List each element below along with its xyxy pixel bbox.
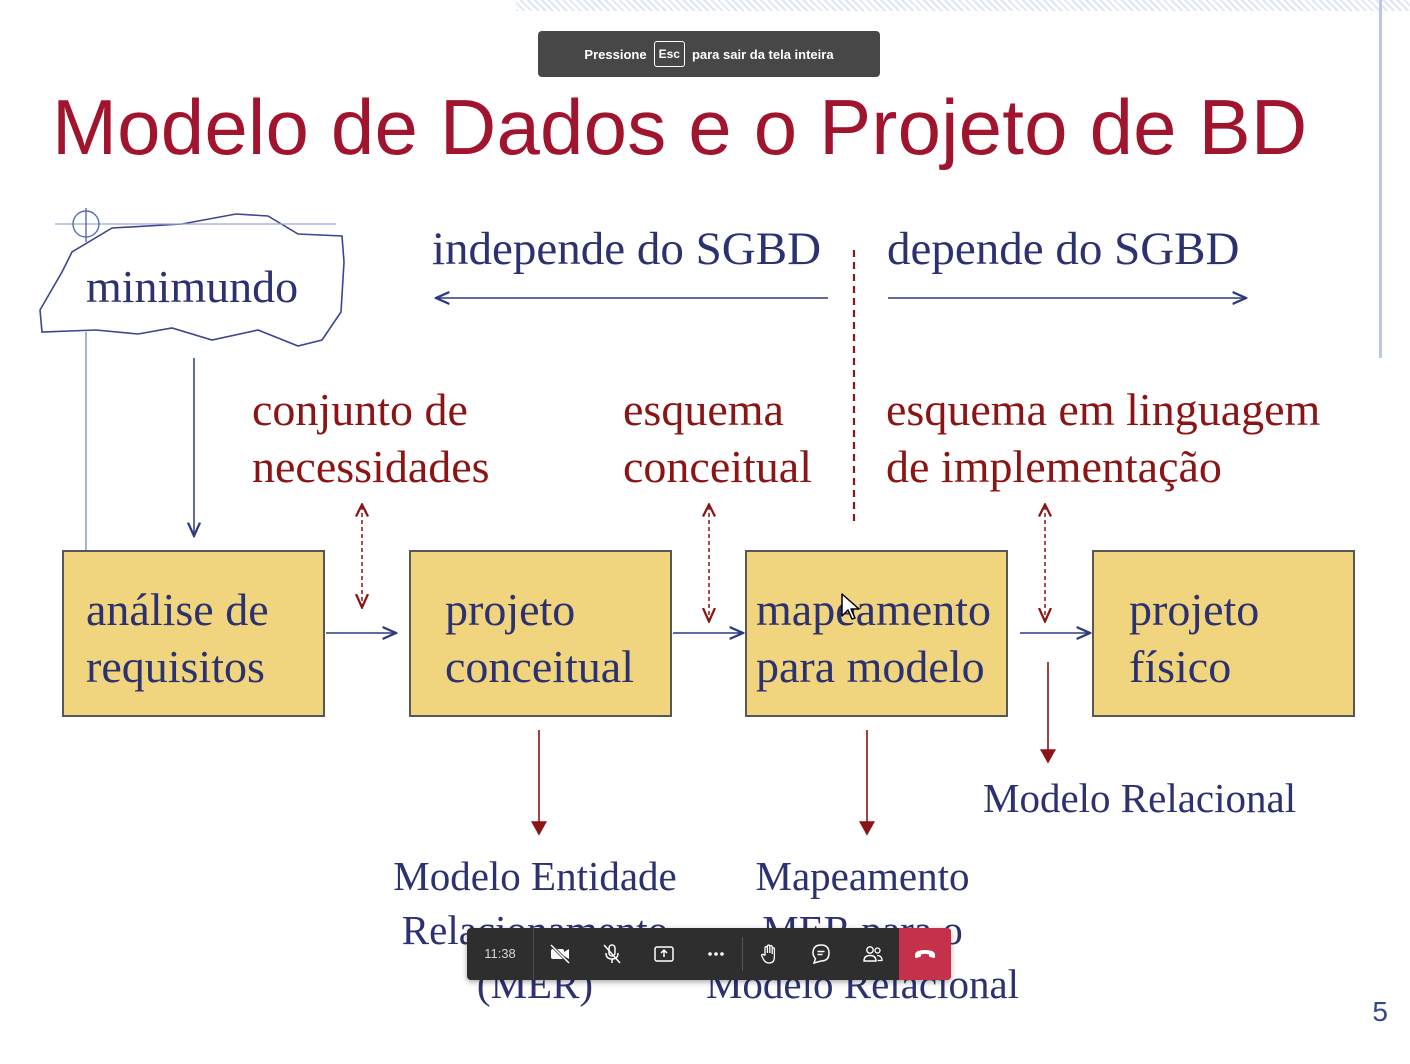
page-number: 5	[1372, 996, 1388, 1027]
conjunto-line-2: necessidades	[252, 441, 490, 492]
share-screen-icon	[654, 946, 674, 962]
box-projeto-conceitual: projeto conceitual	[409, 550, 672, 717]
slide-title: Modelo de Dados e o Projeto de BD	[52, 83, 1308, 171]
projeto-conceitual-line-1: projeto	[445, 584, 576, 635]
hang-up-button[interactable]	[899, 928, 951, 980]
banner-suffix: para sair da tela inteira	[691, 46, 834, 62]
camera-off-icon	[549, 943, 571, 965]
analise-line-1: análise de	[86, 584, 269, 635]
raise-hand-icon	[761, 944, 776, 964]
conjunto-line-1: conjunto de	[252, 384, 468, 435]
esquema-linguagem-line-1: esquema em linguagem	[886, 384, 1321, 435]
more-icon	[708, 952, 724, 956]
fullscreen-exit-banner: Pressione Esc para sair da tela inteira	[538, 31, 880, 77]
slide-right-rule	[1379, 0, 1382, 358]
esquema-linguagem-label: esquema em linguagem de implementação	[886, 381, 1320, 495]
participants-icon	[863, 946, 883, 962]
conjunto-necessidades-label: conjunto de necessidades	[252, 381, 490, 495]
mapeamento-mer-line-1: Mapeamento	[755, 853, 970, 899]
banner-prefix: Pressione	[584, 46, 647, 62]
esquema-conceitual-label: esquema conceitual	[623, 381, 812, 495]
modelo-relacional-label: Modelo Relacional	[983, 775, 1297, 821]
hang-up-icon	[915, 950, 935, 958]
mic-toggle-button[interactable]	[586, 928, 638, 980]
esquema-linguagem-line-2: de implementação	[886, 441, 1222, 492]
box-mapeamento: mapeamento para modelo	[745, 550, 1008, 717]
esquema-conceitual-line-2: conceitual	[623, 441, 813, 492]
box-projeto-fisico: projeto físico	[1092, 550, 1355, 717]
mapeamento-line-2: para modelo	[756, 641, 985, 692]
projeto-fisico-line-2: físico	[1129, 641, 1232, 692]
mapeamento-line-1: mapeamento	[756, 584, 992, 635]
esquema-conceitual-line-1: esquema	[623, 384, 784, 435]
esc-key-badge: Esc	[653, 41, 685, 67]
minimundo-label: minimundo	[86, 261, 299, 312]
camera-toggle-button[interactable]	[534, 928, 586, 980]
projeto-fisico-line-1: projeto	[1129, 584, 1260, 635]
independe-label: independe do SGBD	[432, 223, 822, 275]
mouse-cursor-icon	[841, 593, 860, 620]
more-options-button[interactable]	[690, 928, 742, 980]
box-analise-requisitos: análise de requisitos	[62, 550, 325, 717]
mer-line-1: Modelo Entidade	[393, 853, 677, 899]
projeto-conceitual-line-2: conceitual	[445, 641, 635, 692]
meeting-toolbar: 11:38	[467, 928, 951, 980]
mic-off-icon	[603, 944, 621, 964]
mapeamento-mer-label: Mapeamento MER para o Modelo Relacional	[690, 849, 1035, 1011]
chat-icon	[812, 944, 830, 965]
depende-label: depende do SGBD	[887, 223, 1240, 275]
participants-button[interactable]	[847, 928, 899, 980]
toolbar-separator	[742, 937, 743, 971]
slide-top-pattern	[516, 0, 1410, 11]
minimundo-shape	[39, 208, 345, 550]
raise-hand-button[interactable]	[743, 928, 795, 980]
analise-line-2: requisitos	[86, 641, 265, 692]
chat-button[interactable]	[795, 928, 847, 980]
share-screen-button[interactable]	[638, 928, 690, 980]
call-duration: 11:38	[467, 928, 534, 980]
